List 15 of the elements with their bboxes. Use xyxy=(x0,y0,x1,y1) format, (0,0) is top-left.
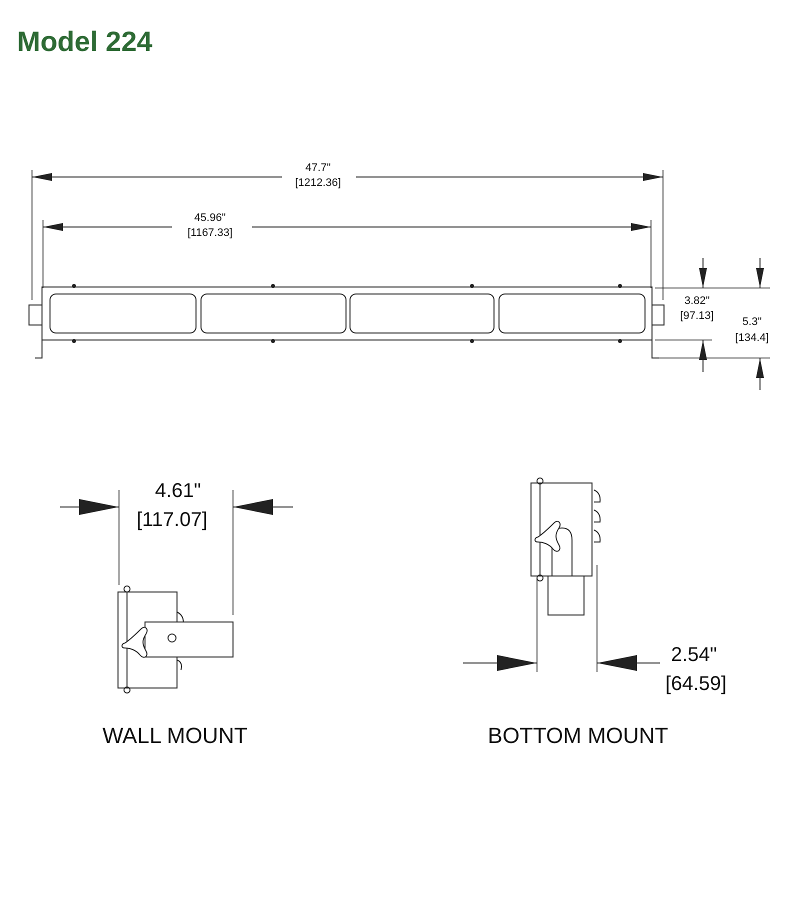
dimension-value: [1212.36] xyxy=(295,177,341,190)
dimension-value: [134.4] xyxy=(735,332,769,344)
view-label: WALL MOUNT xyxy=(102,724,248,748)
dimension-value: 4.61" xyxy=(154,480,202,502)
dimension-value: [64.59] xyxy=(665,673,727,695)
title: Model 224 xyxy=(17,26,152,58)
dimension-value: 45.96" xyxy=(194,212,226,224)
dimension-value: 47.7" xyxy=(305,162,331,174)
dimension-value: [97.13] xyxy=(680,310,714,322)
dimension-value: 2.54" xyxy=(670,644,718,666)
dimension-value: 3.82" xyxy=(684,295,710,308)
view-label: BOTTOM MOUNT xyxy=(488,724,668,748)
dimension-value: 5.3" xyxy=(742,316,762,328)
dimension-value: [117.07] xyxy=(136,509,208,531)
dimension-value: [1167.33] xyxy=(187,227,233,240)
